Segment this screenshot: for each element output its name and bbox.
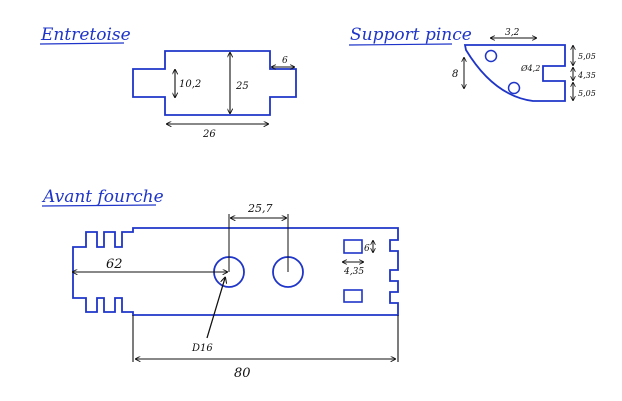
entretoise-dim-tab: 6 bbox=[282, 56, 288, 66]
avant-fourche-dim-total: 80 bbox=[234, 366, 251, 381]
entretoise-dim-width: 26 bbox=[202, 129, 216, 140]
entretoise-section: Entretoise 10,2 25 6 26 bbox=[39, 25, 297, 140]
avant-fourche-dim-diameter: D16 bbox=[191, 343, 213, 354]
support-pince-hole-top bbox=[484, 49, 498, 63]
support-pince-title-underline bbox=[348, 43, 453, 46]
entretoise-dim-total: 25 bbox=[235, 81, 249, 92]
support-pince-dim-top: 3,2 bbox=[505, 28, 520, 38]
avant-fourche-slot-top bbox=[343, 239, 363, 254]
avant-fourche-title: Avant fourche bbox=[41, 187, 164, 207]
avant-fourche-dim-62: 62 bbox=[106, 257, 123, 272]
entretoise-title-underline bbox=[39, 42, 125, 45]
support-pince-hole-bottom bbox=[507, 81, 521, 95]
avant-fourche-dim-slot-w: 4,35 bbox=[343, 267, 364, 277]
avant-fourche-section: Avant fourche 25,7 62 6 4,35 D16 80 bbox=[41, 187, 399, 381]
support-pince-dim-r3: 5,05 bbox=[578, 89, 596, 98]
avant-fourche-diameter-leader bbox=[206, 278, 225, 339]
avant-fourche-slot-bottom bbox=[343, 289, 363, 303]
support-pince-dim-left: 8 bbox=[452, 69, 458, 80]
entretoise-outline bbox=[132, 50, 297, 116]
support-pince-dim-hole: Ø4,2 bbox=[520, 64, 540, 73]
support-pince-title: Support pince bbox=[350, 25, 472, 45]
avant-fourche-dim-spacing: 25,7 bbox=[247, 202, 273, 215]
support-pince-section: Support pince 3,2 8 Ø4,2 5,05 4,35 5,05 bbox=[348, 25, 596, 102]
avant-fourche-outline bbox=[72, 227, 399, 316]
entretoise-title: Entretoise bbox=[40, 25, 131, 45]
entretoise-dim-inner: 10,2 bbox=[179, 79, 201, 90]
support-pince-dim-r2: 4,35 bbox=[577, 71, 596, 80]
avant-fourche-title-underline bbox=[41, 204, 157, 207]
support-pince-dim-r1: 5,05 bbox=[578, 52, 596, 61]
support-pince-outline bbox=[463, 44, 566, 102]
avant-fourche-dim-slot-h: 6 bbox=[364, 244, 370, 254]
